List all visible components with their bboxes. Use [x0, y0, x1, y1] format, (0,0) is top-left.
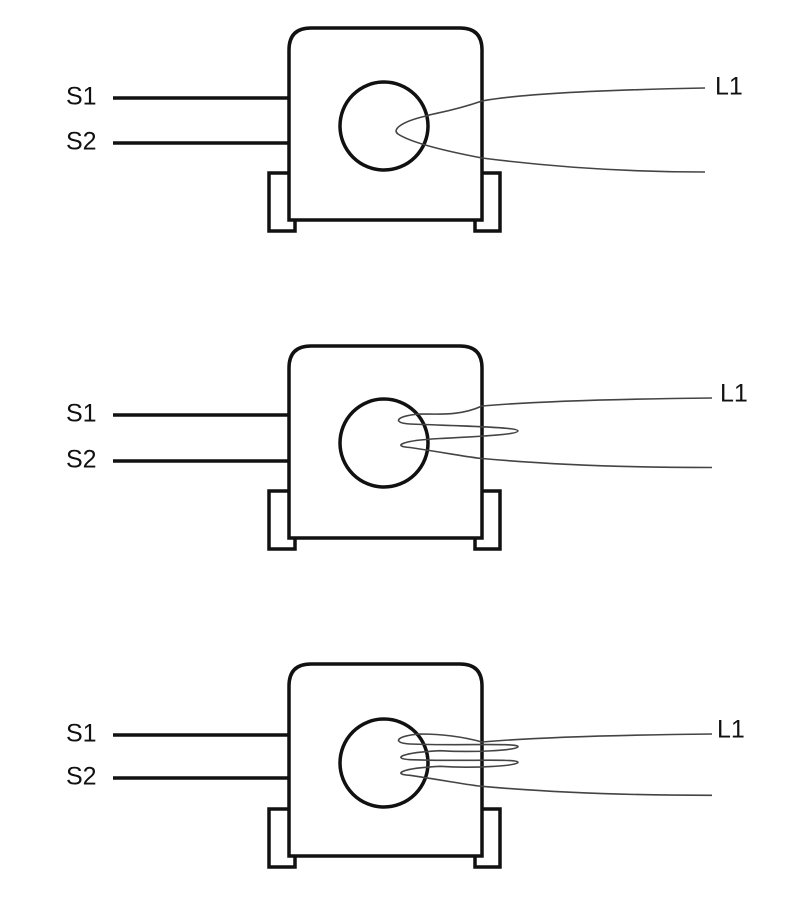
- label-s2: S2: [66, 763, 97, 791]
- label-s1: S1: [66, 720, 97, 748]
- transformer-body: [287, 26, 484, 222]
- label-s2: S2: [66, 446, 97, 474]
- label-s2: S2: [66, 128, 97, 156]
- core-opening: [338, 717, 430, 809]
- label-s1: S1: [66, 83, 97, 111]
- core-opening: [338, 80, 430, 172]
- primary-conductor-l1: [397, 733, 713, 797]
- transformer-body: [287, 344, 484, 540]
- label-l1: L1: [720, 380, 748, 408]
- label-s1: S1: [66, 400, 97, 428]
- transformer-body: [287, 662, 484, 858]
- label-l1: L1: [715, 73, 743, 101]
- primary-conductor-l1: [395, 87, 706, 173]
- core-opening: [338, 397, 430, 489]
- label-l1: L1: [717, 716, 745, 744]
- primary-conductor-l1: [397, 397, 713, 469]
